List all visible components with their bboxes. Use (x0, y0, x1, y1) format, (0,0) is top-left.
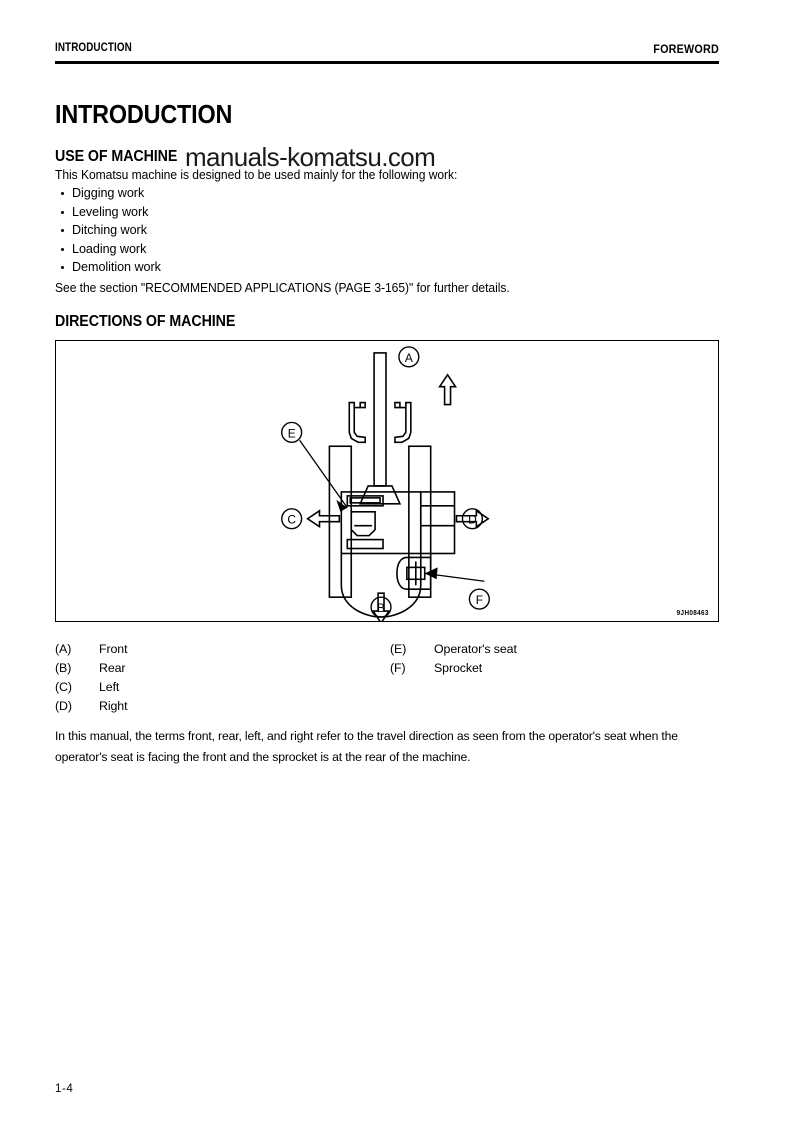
header-rule (55, 61, 719, 64)
header-section-title: INTRODUCTION (55, 42, 132, 54)
svg-text:B: B (377, 601, 385, 615)
legend-item: (B) Rear (55, 659, 355, 678)
directions-of-machine-figure: A B C D E F 9JH08463 (55, 340, 719, 622)
figure-legend-left: (A) Front (B) Rear (C) Left (D) Right (55, 640, 355, 716)
legend-key: (F) (390, 661, 406, 675)
use-of-machine-bullet-list: Digging work Leveling work Ditching work… (55, 184, 161, 277)
figure-reference-code: 9JH08463 (676, 608, 709, 617)
legend-key: (E) (390, 642, 407, 656)
svg-text:F: F (476, 593, 483, 607)
legend-key: (C) (55, 680, 72, 694)
section-heading-use-of-machine: USE OF MACHINE (55, 148, 178, 165)
legend-key: (D) (55, 699, 72, 713)
use-of-machine-intro: This Komatsu machine is designed to be u… (55, 168, 458, 182)
svg-text:A: A (405, 351, 413, 365)
excavator-top-view-diagram: A B C D E F (281, 346, 490, 621)
list-item: Loading work (55, 240, 161, 259)
legend-item: (D) Right (55, 697, 355, 716)
watermark: manuals-komatsu.com (185, 142, 436, 172)
legend-item: (E) Operator's seat (390, 640, 690, 659)
legend-item: (C) Left (55, 678, 355, 697)
figure-legend-right: (E) Operator's seat (F) Sprocket (390, 640, 690, 678)
directions-closing-paragraph: In this manual, the terms front, rear, l… (55, 729, 678, 764)
list-item: Leveling work (55, 203, 161, 222)
legend-label: Front (99, 642, 128, 656)
list-item: Demolition work (55, 258, 161, 277)
legend-label: Operator's seat (434, 642, 517, 656)
running-header: INTRODUCTION FOREWORD (55, 42, 719, 64)
section-heading-directions-of-machine: DIRECTIONS OF MACHINE (55, 313, 236, 330)
legend-label: Right (99, 699, 128, 713)
list-item: Ditching work (55, 221, 161, 240)
legend-key: (B) (55, 661, 72, 675)
svg-text:E: E (288, 426, 296, 440)
legend-label: Rear (99, 661, 126, 675)
use-of-machine-see-also: See the section "RECOMMENDED APPLICATION… (55, 281, 510, 295)
svg-text:C: C (287, 513, 296, 527)
legend-item: (A) Front (55, 640, 355, 659)
legend-label: Sprocket (434, 661, 483, 675)
header-chapter-title: FOREWORD (653, 42, 719, 56)
footer-page-number: 1-4 (55, 1083, 74, 1095)
legend-key: (A) (55, 642, 72, 656)
svg-text:D: D (468, 513, 477, 527)
page-title: INTRODUCTION (55, 99, 233, 129)
legend-item: (F) Sprocket (390, 659, 690, 678)
legend-label: Left (99, 680, 120, 694)
list-item: Digging work (55, 184, 161, 203)
